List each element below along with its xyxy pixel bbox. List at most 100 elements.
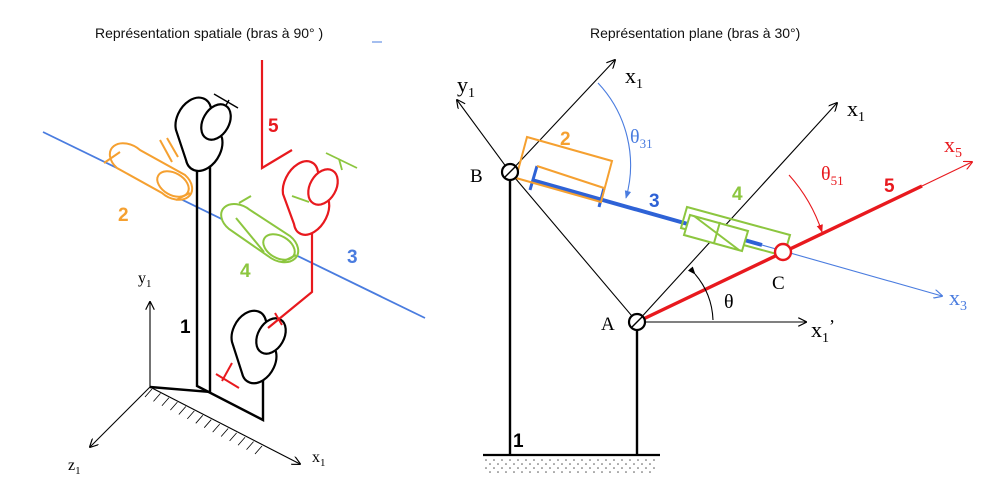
left-axes [90, 302, 300, 464]
ground-dot [605, 467, 607, 469]
ground-dot [577, 463, 579, 465]
ground-dot [549, 467, 551, 469]
ground-dot [581, 459, 583, 461]
left-label-3: 3 [347, 247, 358, 268]
left-axis-x1-label: x1 [312, 449, 326, 469]
right-label-4: 4 [732, 184, 743, 205]
ground-dot [653, 467, 655, 469]
ground-hatch-line [212, 423, 220, 433]
ground-dot [529, 471, 531, 473]
ground-dot [525, 459, 527, 461]
ground-hatch-line [153, 393, 161, 402]
right-angle-theta31-arc [597, 82, 632, 199]
ground-dot [637, 467, 639, 469]
right-axis-x1-mid-label: x1 [847, 96, 865, 125]
ground-dot [601, 471, 603, 473]
ground-hatch-line [195, 415, 204, 424]
ground-dot [509, 467, 511, 469]
ground-dot [557, 467, 559, 469]
ground-dot [613, 467, 615, 469]
ground-dot [629, 459, 631, 461]
ground-hatch-line [178, 406, 187, 415]
ground-dot [493, 459, 495, 461]
ground-dot [581, 467, 583, 469]
ground-dot [533, 459, 535, 461]
left-ground-hatching [144, 388, 263, 455]
ground-dot [589, 459, 591, 461]
ground-dot [505, 463, 507, 465]
ground-dot [633, 463, 635, 465]
ground-dot [505, 471, 507, 473]
ground-dot [637, 459, 639, 461]
left-green-ticks [291, 152, 358, 203]
left-label-4: 4 [240, 261, 251, 282]
ground-dot [501, 459, 503, 461]
ground-dot [489, 463, 491, 465]
left-black-cylinder-bottom [230, 309, 287, 385]
left-axis-z1-label: z1 [68, 457, 81, 477]
right-joint-C [773, 242, 793, 262]
ground-dot [625, 471, 627, 473]
ground-hatch-line [220, 428, 229, 437]
right-point-B: B [470, 166, 483, 187]
left-label-5: 5 [268, 116, 279, 137]
right-axis-x3-label: x3 [949, 285, 967, 314]
right-axis-x1-top-label: x1 [625, 63, 643, 92]
left-black-cylinder-top [174, 93, 239, 172]
ground-dot [573, 467, 575, 469]
right-point-C: C [772, 273, 785, 294]
right-label-2: 2 [560, 129, 571, 150]
ground-dot [601, 463, 603, 465]
right-part-2-slider [514, 135, 614, 204]
left-part-1 [149, 152, 265, 422]
left-spatial-diagram: y1 x1 z1 [42, 60, 426, 477]
right-axis-x5 [921, 162, 972, 187]
ground-dot [585, 463, 587, 465]
ground-dot [525, 467, 527, 469]
right-axis-x1p-label: x1’ [811, 316, 835, 346]
ground-hatch-line [203, 419, 212, 428]
ground-dot [621, 467, 623, 469]
right-angle-theta51-label: θ51 [821, 163, 844, 188]
ground-dot [561, 463, 563, 465]
ground-dot [521, 463, 523, 465]
left-part-5 [260, 60, 314, 329]
ground-dot [649, 471, 651, 473]
ground-dot [497, 463, 499, 465]
ground-dot [509, 459, 511, 461]
right-label-5: 5 [884, 176, 895, 197]
right-title: Représentation plane (bras à 30°) [590, 25, 800, 41]
ground-dot [653, 459, 655, 461]
ground-dot [485, 459, 487, 461]
ground-hatch-line [187, 410, 195, 420]
left-part-2-cylinder [103, 137, 194, 201]
ground-dot [541, 459, 543, 461]
ground-hatch-line [170, 401, 178, 411]
ground-hatch-line [246, 441, 254, 450]
left-title: Représentation spatiale (bras à 90° ) [95, 25, 323, 41]
ground-dot [545, 471, 547, 473]
ground-dot [485, 467, 487, 469]
ground-dot [641, 463, 643, 465]
ground-dot [493, 467, 495, 469]
ground-dot [553, 471, 555, 473]
right-angle-theta51-arc [788, 174, 823, 233]
ground-dot [517, 467, 519, 469]
ground-dot [613, 459, 615, 461]
ground-dot [537, 471, 539, 473]
ground-dot [645, 467, 647, 469]
ground-dot [561, 471, 563, 473]
right-point-A: A [601, 314, 615, 335]
ground-dot [513, 463, 515, 465]
left-axis-y1-label: y1 [138, 270, 152, 290]
ground-dot [593, 471, 595, 473]
ground-dot [541, 467, 543, 469]
right-label-3: 3 [649, 191, 660, 212]
ground-dot [521, 471, 523, 473]
left-label-2: 2 [118, 205, 129, 226]
ground-dot [633, 471, 635, 473]
ground-dot [557, 459, 559, 461]
right-frame-lines [457, 60, 837, 322]
ground-dot [645, 459, 647, 461]
